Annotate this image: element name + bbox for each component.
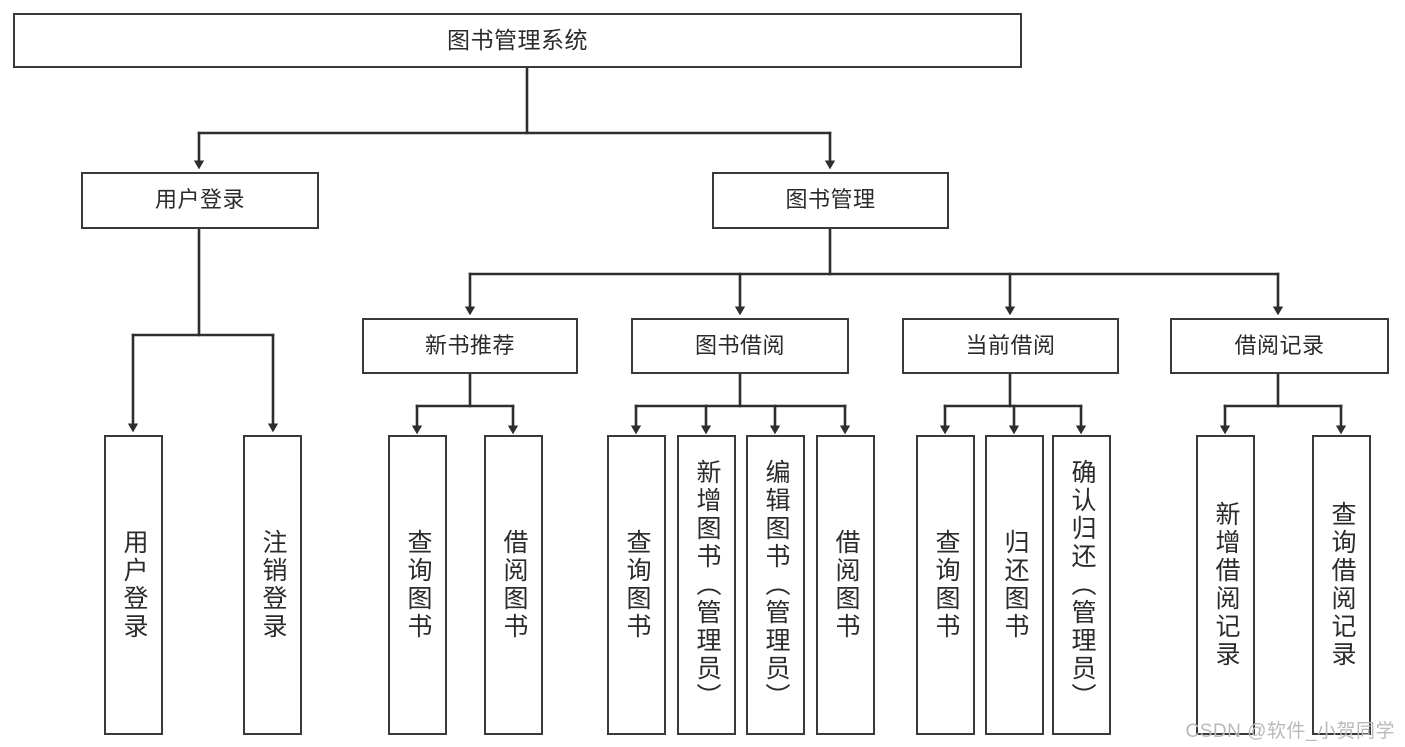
node-label: 查询图书 — [623, 529, 651, 641]
node-label: 查询图书 — [932, 529, 960, 641]
node-label: 借阅图书 — [500, 529, 528, 641]
leaf-user-login[interactable]: 用户登录 — [104, 435, 163, 735]
leaf-query-borrow-record[interactable]: 查询借阅记录 — [1312, 435, 1371, 735]
node-label: 注销登录 — [259, 529, 287, 641]
leaf-add-book-admin[interactable]: 新增图书（管理员） — [677, 435, 736, 735]
node-book-borrow[interactable]: 图书借阅 — [631, 318, 849, 374]
node-book-management[interactable]: 图书管理 — [712, 172, 949, 229]
leaf-edit-book-admin[interactable]: 编辑图书（管理员） — [746, 435, 805, 735]
node-new-book-recommend[interactable]: 新书推荐 — [362, 318, 578, 374]
leaf-query-book-recommend[interactable]: 查询图书 — [388, 435, 447, 735]
node-user-login[interactable]: 用户登录 — [81, 172, 319, 229]
node-label: 查询借阅记录 — [1328, 501, 1356, 669]
leaf-add-borrow-record[interactable]: 新增借阅记录 — [1196, 435, 1255, 735]
node-label: 借阅图书 — [832, 529, 860, 641]
node-label: 新增借阅记录 — [1212, 501, 1240, 669]
node-label: 图书借阅 — [694, 332, 785, 358]
node-label: 新增图书（管理员） — [693, 459, 721, 711]
leaf-logout-login[interactable]: 注销登录 — [243, 435, 302, 735]
watermark-text: CSDN @软件_小贺同学 — [1185, 721, 1395, 742]
leaf-borrow-book[interactable]: 借阅图书 — [816, 435, 875, 735]
leaf-confirm-return-admin[interactable]: 确认归还（管理员） — [1052, 435, 1111, 735]
node-label: 图书管理系统 — [447, 26, 588, 53]
leaf-borrow-book-recommend[interactable]: 借阅图书 — [484, 435, 543, 735]
node-label: 用户登录 — [154, 187, 245, 213]
node-label: 归还图书 — [1001, 529, 1029, 641]
node-root-book-management-system[interactable]: 图书管理系统 — [13, 13, 1022, 68]
node-label: 查询图书 — [404, 529, 432, 641]
node-borrow-record[interactable]: 借阅记录 — [1170, 318, 1389, 374]
node-label: 编辑图书（管理员） — [762, 459, 790, 711]
node-label: 当前借阅 — [965, 332, 1056, 358]
node-label: 新书推荐 — [424, 332, 515, 358]
node-label: 借阅记录 — [1234, 332, 1325, 358]
node-current-borrow[interactable]: 当前借阅 — [902, 318, 1119, 374]
leaf-return-book[interactable]: 归还图书 — [985, 435, 1044, 735]
leaf-query-book-current[interactable]: 查询图书 — [916, 435, 975, 735]
leaf-query-book-borrow[interactable]: 查询图书 — [607, 435, 666, 735]
node-label: 用户登录 — [120, 529, 148, 641]
node-label: 确认归还（管理员） — [1068, 459, 1096, 711]
node-label: 图书管理 — [785, 187, 876, 213]
